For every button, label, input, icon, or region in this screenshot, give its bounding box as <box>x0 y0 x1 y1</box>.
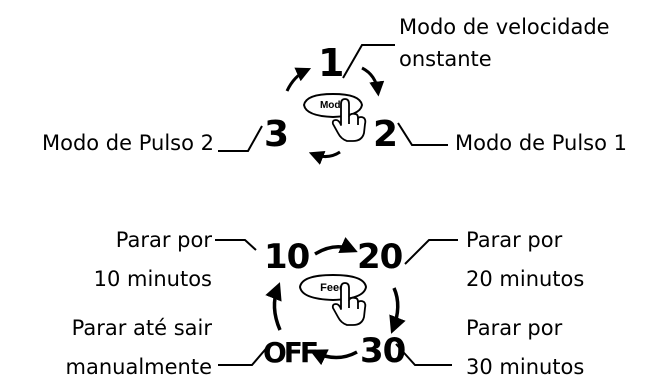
label-stop-30-line2: 30 minutos <box>466 355 585 379</box>
mode-button-label: Mode <box>320 100 347 111</box>
leader-line-feed-off <box>218 343 271 366</box>
arrow-feed-30-to-off <box>309 349 358 366</box>
leader-line-feed-30 <box>395 343 452 366</box>
arrow-mode-1-to-2 <box>361 66 385 97</box>
feed-number-30: 30 <box>360 331 406 371</box>
label-constant-speed-line1: Modo de velocidade <box>399 15 610 39</box>
feed-number-10: 10 <box>264 237 310 277</box>
leader-line-feed-20 <box>404 239 458 265</box>
feed-button-label: Feed <box>320 282 346 294</box>
label-manual-stop-line1: Parar até sair <box>71 316 212 340</box>
label-stop-10-line2: 10 minutos <box>93 267 212 291</box>
label-stop-30-line1: Parar por <box>466 316 563 340</box>
feed-number-20: 20 <box>357 237 403 277</box>
arrow-feed-off-to-10 <box>265 282 282 331</box>
feed-button[interactable]: Feed <box>298 273 368 302</box>
leader-line-mode-2 <box>397 122 448 146</box>
label-pulse-mode-2: Modo de Pulso 2 <box>41 131 214 155</box>
mode-number-2: 2 <box>373 114 398 155</box>
mode-number-3: 3 <box>264 114 289 155</box>
arrow-feed-20-to-30 <box>389 287 406 334</box>
label-constant-speed-line2: onstante <box>399 47 492 71</box>
arrow-mode-2-to-3 <box>308 150 341 165</box>
label-pulse-mode-1: Modo de Pulso 1 <box>455 131 628 155</box>
mode-number-1: 1 <box>318 41 344 85</box>
pointing-hand-icon <box>331 282 367 326</box>
pointing-hand-icon <box>331 98 367 142</box>
leader-line-mode-1 <box>342 44 395 79</box>
label-stop-20-line2: 20 minutos <box>466 267 585 291</box>
label-stop-10-line1: Parar por <box>115 228 212 252</box>
leader-line-feed-10 <box>215 239 257 251</box>
leader-line-mode-3 <box>218 125 263 152</box>
feed-number-off: OFF <box>263 336 319 369</box>
arrow-mode-3-to-1 <box>285 67 312 92</box>
label-stop-20-line1: Parar por <box>466 228 563 252</box>
label-manual-stop-line2: manualmente <box>65 355 213 379</box>
arrow-feed-10-to-20 <box>314 237 358 256</box>
